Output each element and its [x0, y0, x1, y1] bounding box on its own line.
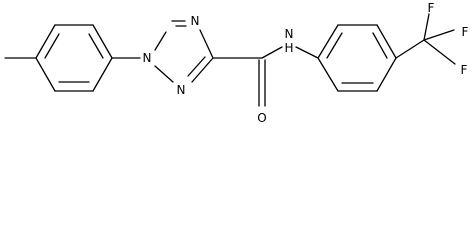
bond-ring2-1 — [317, 24, 339, 59]
bond-ring2-3 — [376, 24, 397, 59]
bond-nh-aryl — [295, 46, 319, 59]
chemical-structure-diagram: N N N N H O F F F — [4, 1, 469, 125]
trifluoromethyl-group — [395, 13, 456, 65]
bond-tolyl-double-1 — [44, 33, 60, 59]
carbonyl-group — [258, 59, 266, 107]
bond-tolyl-double-2 — [88, 33, 104, 59]
bond-ring2-6 — [317, 57, 339, 92]
bond-c-f2 — [423, 29, 455, 41]
bond-c-f1 — [423, 13, 430, 41]
atom-labels: N N N N H O F F F — [143, 1, 469, 125]
bond-ring2-double-1 — [326, 32, 343, 59]
bond-tolyl-6 — [35, 57, 56, 92]
atom-o-label: O — [257, 111, 266, 125]
bond-c3-n2-double — [187, 56, 206, 77]
bond-tolyl-1 — [35, 24, 56, 59]
bond-ring-cf3 — [395, 39, 425, 59]
atom-n1-label: N — [143, 51, 152, 65]
atom-f1-label: F — [428, 1, 435, 15]
trifluoromethylphenyl-ring — [317, 24, 397, 92]
tolyl-ring — [35, 24, 113, 92]
atom-n2-label: N — [177, 83, 186, 97]
bond-n1-c5 — [154, 31, 167, 51]
bond-n2-n1 — [154, 65, 174, 83]
triazole-ring — [154, 20, 214, 83]
bond-ring2-4 — [376, 57, 397, 92]
bond-ring2-double-2 — [372, 32, 388, 59]
bond-c3-n2 — [191, 57, 214, 83]
atom-f2-label: F — [462, 25, 469, 39]
atom-nh-h-label: H — [284, 41, 293, 55]
bond-tolyl-4 — [92, 57, 113, 92]
atom-nh-n-label: N — [285, 27, 294, 41]
atom-f3-label: F — [461, 63, 468, 77]
atom-n4-label: N — [191, 14, 200, 28]
bond-c-f3 — [423, 39, 456, 65]
bond-n4-c3 — [199, 29, 214, 59]
bond-tolyl-3 — [92, 24, 113, 59]
bond-carbonyl-nh — [261, 46, 283, 59]
